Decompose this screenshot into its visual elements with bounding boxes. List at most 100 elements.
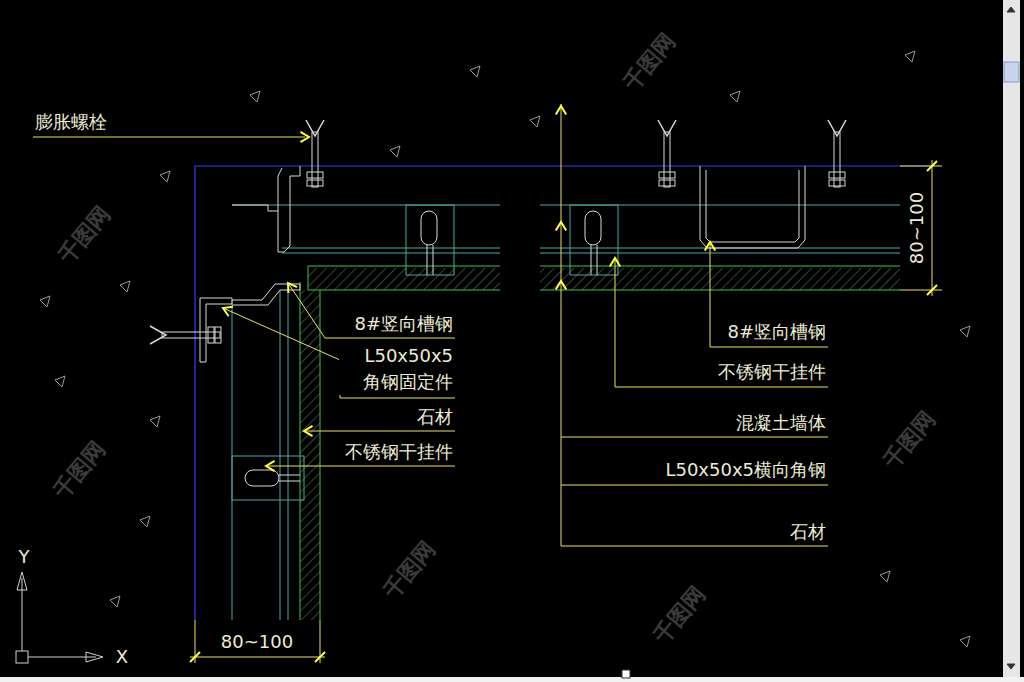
concrete-aggregate xyxy=(880,571,890,582)
concrete-aggregate xyxy=(150,416,160,427)
extension-line xyxy=(900,166,942,167)
part-label: 8#竖向槽钢 xyxy=(725,321,828,343)
channel-steel xyxy=(700,166,805,248)
frame-line xyxy=(282,248,500,249)
stone-line xyxy=(308,290,500,291)
stone-hatch xyxy=(540,268,900,290)
leader-arrowhead xyxy=(304,426,313,436)
anchor-bolt-wing xyxy=(658,120,676,136)
concrete-aggregate xyxy=(140,516,150,527)
part-label: L50x50x5 角钢固定件 xyxy=(339,343,455,395)
axis-arrow xyxy=(17,572,27,590)
stone-hatch xyxy=(300,290,320,620)
concrete-aggregate xyxy=(110,596,120,607)
dry-hanger-plate xyxy=(406,205,454,275)
stone-line xyxy=(540,290,900,291)
leader-line xyxy=(710,244,828,347)
dry-hanger-plate xyxy=(232,456,304,500)
leader-arrowhead xyxy=(610,258,620,267)
dimension-tick xyxy=(315,652,325,662)
watermark: 千图网 xyxy=(879,406,941,474)
corner-angle xyxy=(232,205,278,211)
dimension-tick xyxy=(927,161,937,171)
leader-arrowhead xyxy=(705,242,715,251)
anchor-bolt-wing xyxy=(306,120,324,136)
hanger-pin xyxy=(279,475,300,481)
concrete-aggregate xyxy=(40,296,50,307)
axis-line xyxy=(22,578,23,651)
leader-arrowhead xyxy=(556,281,566,290)
watermark: 千图网 xyxy=(619,28,681,96)
frame-line xyxy=(288,290,289,620)
watermark: 千图网 xyxy=(379,536,441,604)
part-label: 混凝土墙体 xyxy=(734,412,828,434)
anchor-bolt-nut xyxy=(659,180,675,186)
scroll-arrow xyxy=(1007,664,1015,669)
section-drawing xyxy=(16,51,970,663)
hanger-pin xyxy=(591,245,597,275)
anchor-bolt-nut xyxy=(215,327,221,343)
status-strip xyxy=(0,677,1024,682)
axis-arrow xyxy=(86,652,103,662)
leader-line xyxy=(223,308,455,398)
scroll-arrow xyxy=(1007,7,1015,12)
concrete-aggregate xyxy=(960,326,970,337)
anchor-bolt-shaft xyxy=(834,132,840,187)
concrete-aggregate xyxy=(905,51,915,62)
frame-line xyxy=(540,253,900,254)
part-label: 8#竖向槽钢 xyxy=(352,313,455,335)
leader-line xyxy=(268,466,455,467)
leader-line xyxy=(561,437,828,438)
concrete-aggregate xyxy=(55,376,65,387)
dimension-tick xyxy=(927,285,937,295)
anchor-bolt-nut xyxy=(659,172,675,178)
part-label: 不锈钢干挂件 xyxy=(716,361,828,383)
concrete-aggregate xyxy=(160,171,170,182)
axis-origin xyxy=(16,651,28,663)
leader-line xyxy=(306,431,455,432)
dimension-line xyxy=(190,657,325,658)
concrete-aggregate xyxy=(470,66,480,77)
stone-line xyxy=(300,282,301,620)
scrollbar-thumb xyxy=(1004,62,1019,82)
leader-arrowhead xyxy=(223,307,233,317)
stone-line xyxy=(320,290,321,620)
hanger-slot xyxy=(585,211,601,245)
anchor-bolt-shaft xyxy=(312,132,318,187)
anchor-bolt-nut xyxy=(829,180,845,186)
anchor-bolt-nut xyxy=(307,172,323,178)
anchor-bolt-nut xyxy=(208,327,214,343)
leader-line xyxy=(288,283,455,338)
leader-line xyxy=(615,260,828,387)
leader-arrowhead xyxy=(556,106,566,115)
concrete-aggregate xyxy=(390,146,400,157)
part-label: 石材 xyxy=(788,521,828,543)
vertical-channel-steel xyxy=(278,166,300,252)
channel-steel xyxy=(706,170,799,242)
part-label: L50x50x5横向角钢 xyxy=(663,459,828,481)
wall-face-line xyxy=(195,166,935,620)
dimension-text: 80~100 xyxy=(219,631,295,653)
stone-line xyxy=(308,266,500,267)
concrete-aggregate xyxy=(530,116,540,127)
leader-line xyxy=(561,485,828,486)
watermark: 千图网 xyxy=(649,581,711,649)
leader-line xyxy=(33,137,305,138)
anchor-bolt-shaft xyxy=(162,332,220,338)
anchor-bolt-shaft xyxy=(664,132,670,187)
axis-label: Y xyxy=(17,546,32,568)
stone-line xyxy=(308,266,309,290)
anchor-bolt-wing xyxy=(150,326,166,344)
part-label: 膨胀螺栓 xyxy=(33,111,109,133)
extension-line xyxy=(900,290,942,291)
stone-line xyxy=(540,266,900,267)
frame-line xyxy=(232,205,500,206)
hanger-slot xyxy=(245,470,279,486)
leader-arrowhead xyxy=(266,461,275,471)
leader-line xyxy=(561,104,828,546)
hanger-slot xyxy=(421,211,437,245)
stone-hatch xyxy=(308,268,500,290)
watermark: 千图网 xyxy=(49,436,111,504)
concrete-aggregate xyxy=(120,281,130,292)
